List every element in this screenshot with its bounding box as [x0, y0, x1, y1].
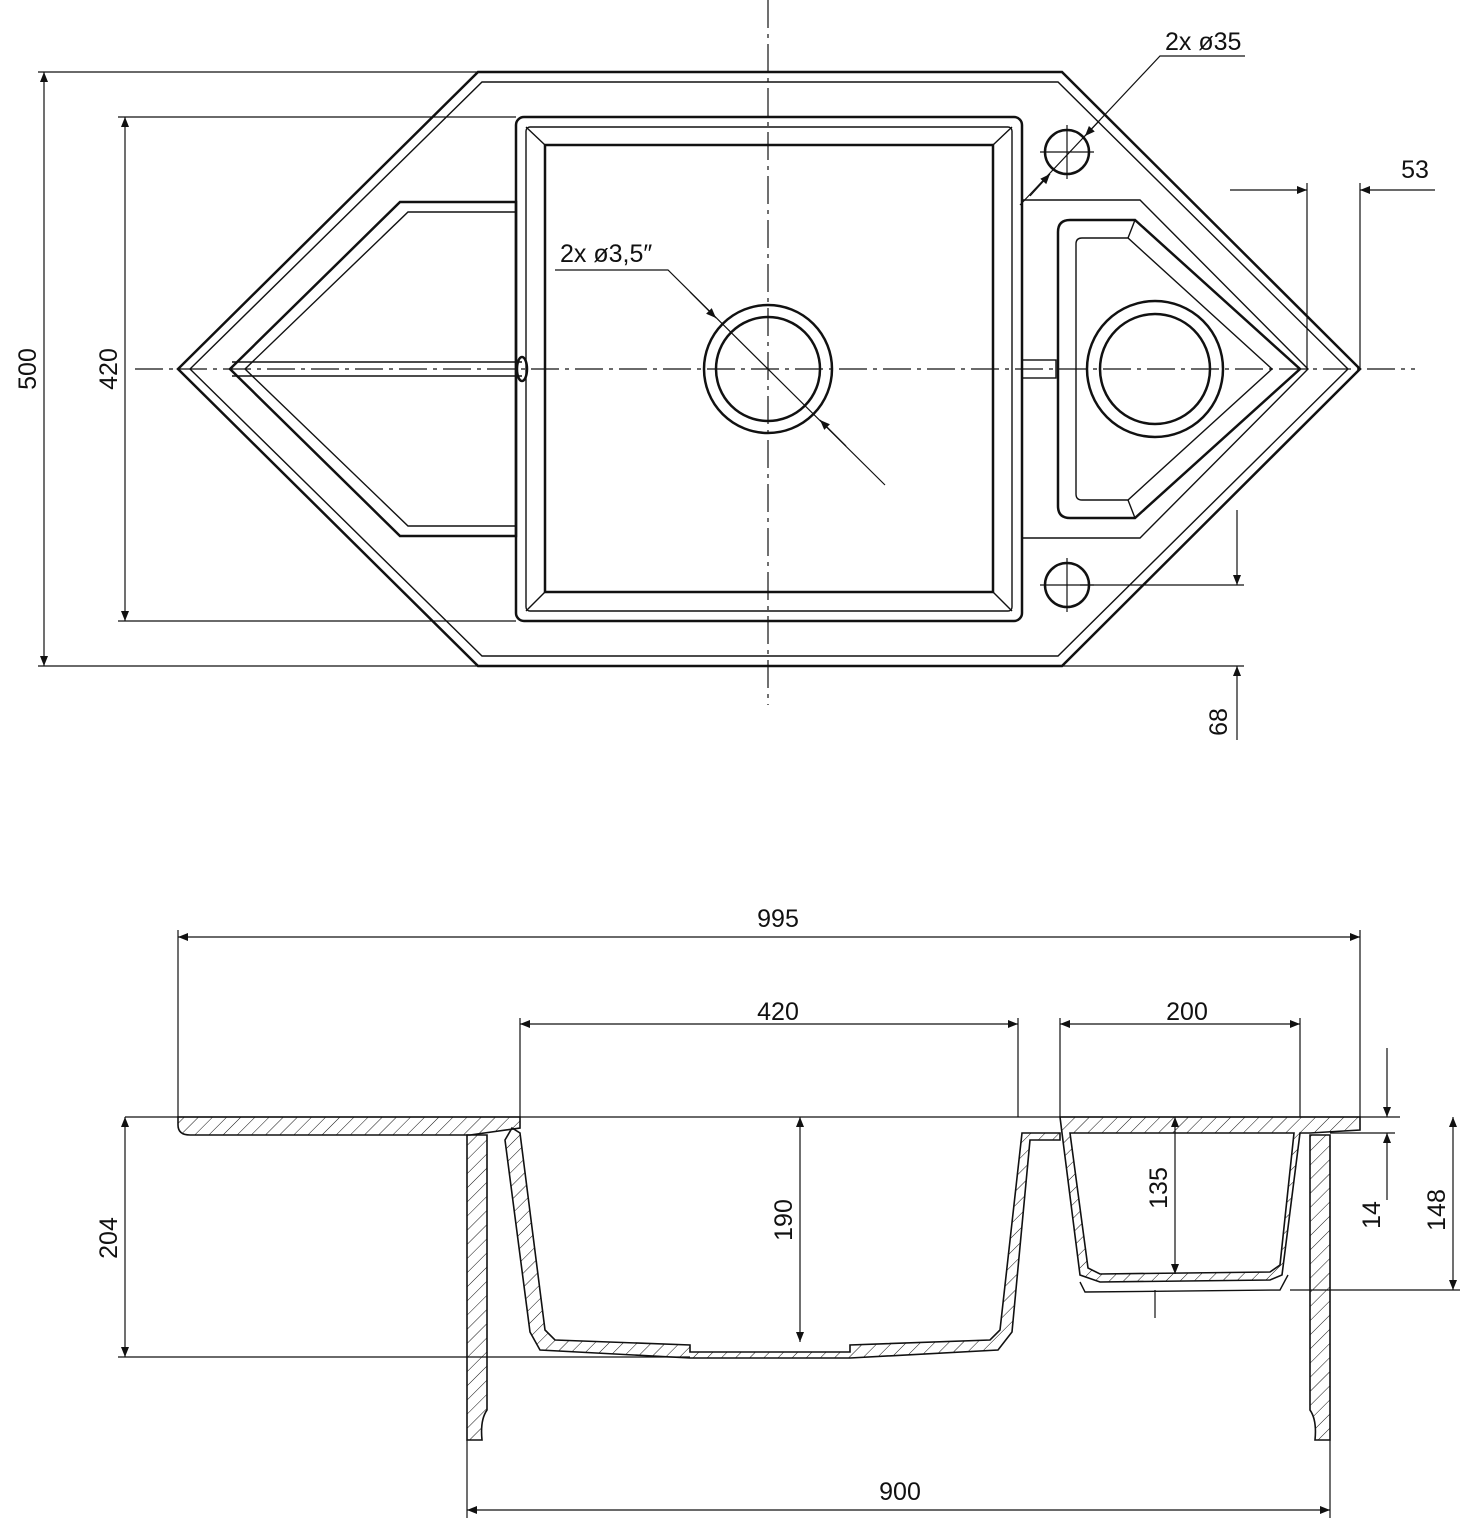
tap-hole-label: 2x ø35 — [1165, 28, 1241, 56]
waste-outlet-label: 2x ø3,5″ — [560, 240, 652, 268]
dim-204-label: 204 — [95, 1217, 123, 1259]
dim-420-width-label: 420 — [757, 998, 799, 1026]
dim-14-label: 14 — [1358, 1201, 1386, 1229]
dim-68-label: 68 — [1205, 708, 1233, 736]
small-bowl-section — [1059, 1116, 1361, 1283]
sink-inner-rim — [189, 81, 1349, 657]
cabinet-wall-left — [466, 1134, 488, 1441]
dim-500-label: 500 — [14, 348, 42, 390]
dim-148-label: 148 — [1423, 1189, 1451, 1231]
section-view: 995 420 200 204 190 135 14 148 900 — [95, 905, 1460, 1518]
drainer-section — [177, 1116, 521, 1136]
dim-900-label: 900 — [879, 1478, 921, 1506]
dim-200-label: 200 — [1166, 998, 1208, 1026]
dim-420-label: 420 — [95, 348, 123, 390]
dim-190-label: 190 — [770, 1199, 798, 1241]
main-waste-outlet — [702, 303, 834, 435]
dim-53-label: 53 — [1401, 156, 1429, 184]
dim-135-label: 135 — [1145, 1167, 1173, 1209]
main-bowl-section — [504, 1126, 1061, 1359]
dim-995-label: 995 — [757, 905, 799, 933]
small-bowl — [1056, 218, 1302, 520]
main-bowl — [514, 115, 1024, 623]
cabinet-wall-right — [1309, 1134, 1331, 1441]
small-waste-outlet — [1085, 299, 1225, 439]
top-view: 500 420 53 68 2x ø35 2x ø3,5″ — [14, 0, 1435, 740]
